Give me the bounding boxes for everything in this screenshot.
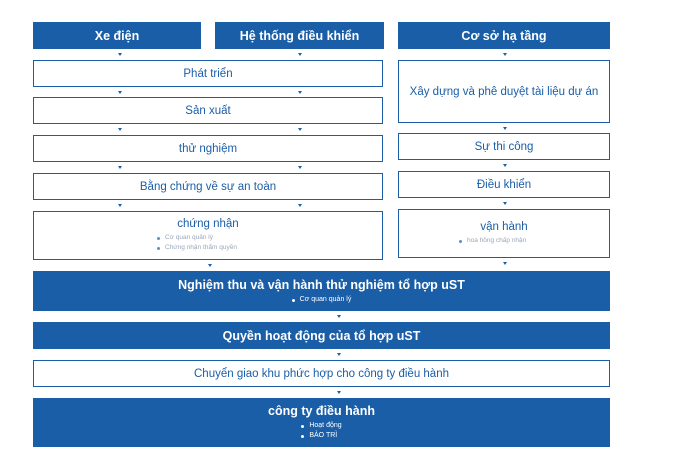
step-operating-rights: Quyền hoạt động của tổ hợp uST xyxy=(33,322,610,349)
flow-arrow-icon xyxy=(337,391,341,394)
flow-arrow-icon xyxy=(298,128,302,131)
operation-list: hoa hồng chấp nhận xyxy=(459,236,526,246)
operation-item: hoa hồng chấp nhận xyxy=(459,236,526,246)
step-operation-title: vận hành xyxy=(480,221,528,233)
step-safety-evidence: Bằng chứng về sự an toàn xyxy=(33,173,383,200)
step-operation: vận hành hoa hồng chấp nhận xyxy=(398,209,610,258)
flow-arrow-icon xyxy=(118,204,122,207)
flow-arrow-icon xyxy=(298,166,302,169)
step-construction-label: Sự thi công xyxy=(474,140,534,153)
flow-arrow-icon xyxy=(337,353,341,356)
step-design-approval-label: Xây dựng và phê duyệt tài liệu dự án xyxy=(409,85,599,98)
header-control-system: Hệ thống điều khiển xyxy=(215,22,384,49)
step-transfer: Chuyển giao khu phức hợp cho công ty điề… xyxy=(33,360,610,387)
certification-item: Chứng nhận thẩm quyền xyxy=(157,243,237,253)
header-infrastructure: Cơ sở hạ tầng xyxy=(398,22,610,49)
flow-arrow-icon xyxy=(208,264,212,267)
header-ev-label: Xe điện xyxy=(94,28,140,43)
step-acceptance-title: Nghiệm thu và vận hành thử nghiệm tổ hợp… xyxy=(178,277,465,292)
flow-arrow-icon xyxy=(298,53,302,56)
header-control-system-label: Hệ thống điều khiển xyxy=(239,28,360,43)
flow-arrow-icon xyxy=(118,166,122,169)
flow-arrow-icon xyxy=(118,128,122,131)
step-certification: chứng nhận Cơ quan quản lý Chứng nhận th… xyxy=(33,211,383,260)
step-safety-evidence-label: Bằng chứng về sự an toàn xyxy=(139,180,277,193)
operator-company-item: BẢO TRÌ xyxy=(301,431,341,441)
flow-arrow-icon xyxy=(118,53,122,56)
flow-arrow-icon xyxy=(118,91,122,94)
step-produce: Sản xuất xyxy=(33,97,383,124)
step-construction: Sự thi công xyxy=(398,133,610,160)
flow-arrow-icon xyxy=(503,164,507,167)
step-develop: Phát triển xyxy=(33,60,383,87)
flow-arrow-icon xyxy=(337,315,341,318)
flow-arrow-icon xyxy=(298,204,302,207)
operator-company-item: Hoạt động xyxy=(301,421,342,431)
step-develop-label: Phát triển xyxy=(183,67,233,80)
flow-arrow-icon xyxy=(503,53,507,56)
step-acceptance: Nghiệm thu và vận hành thử nghiệm tổ hợp… xyxy=(33,271,610,311)
step-produce-label: Sản xuất xyxy=(185,104,231,117)
flow-arrow-icon xyxy=(503,127,507,130)
acceptance-list: Cơ quan quản lý xyxy=(291,295,351,305)
step-operator-company-title: công ty điều hành xyxy=(268,404,375,418)
certification-item: Cơ quan quản lý xyxy=(157,233,237,243)
step-test-label: thử nghiệm xyxy=(178,142,238,155)
step-control: Điều khiển xyxy=(398,171,610,198)
header-infrastructure-label: Cơ sở hạ tầng xyxy=(461,28,547,43)
step-operator-company: công ty điều hành Hoạt động BẢO TRÌ xyxy=(33,398,610,447)
flow-arrow-icon xyxy=(503,202,507,205)
operator-company-list: Hoạt động BẢO TRÌ xyxy=(301,421,342,441)
flow-arrow-icon xyxy=(298,91,302,94)
acceptance-item: Cơ quan quản lý xyxy=(291,295,351,305)
step-certification-title: chứng nhận xyxy=(177,218,239,230)
certification-list: Cơ quan quản lý Chứng nhận thẩm quyền xyxy=(157,233,237,253)
step-transfer-label: Chuyển giao khu phức hợp cho công ty điề… xyxy=(194,367,449,380)
step-control-label: Điều khiển xyxy=(476,178,532,191)
header-ev: Xe điện xyxy=(33,22,201,49)
step-operating-rights-label: Quyền hoạt động của tổ hợp uST xyxy=(222,328,421,343)
flow-arrow-icon xyxy=(503,262,507,265)
step-design-approval: Xây dựng và phê duyệt tài liệu dự án xyxy=(398,60,610,123)
step-test: thử nghiệm xyxy=(33,135,383,162)
